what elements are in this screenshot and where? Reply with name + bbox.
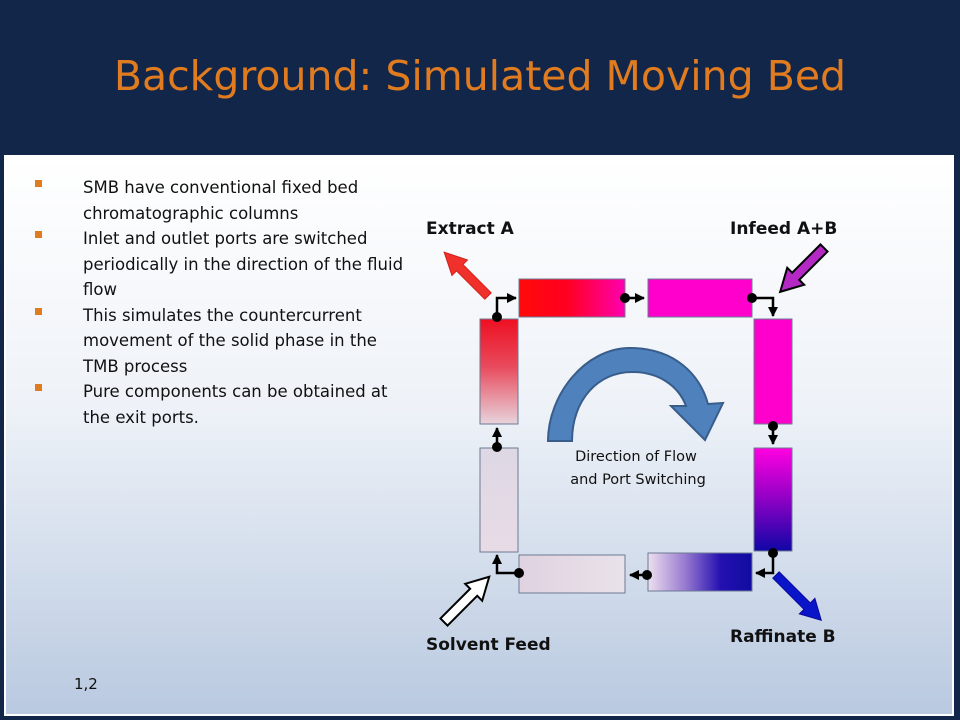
bullet-text: Inlet and outlet ports are switched peri…: [83, 229, 404, 299]
solvent-feed-label: Solvent Feed: [426, 635, 551, 655]
bullet-item: Pure components can be obtained at the e…: [28, 379, 408, 430]
flow-label-line2: and Port Switching: [570, 472, 706, 488]
column-right-top: [753, 318, 793, 425]
flow-direction-arrow-icon: [546, 346, 725, 442]
bullet-list: SMB have conventional fixed bed chromato…: [28, 175, 408, 430]
bullet-text: SMB have conventional fixed bed chromato…: [83, 178, 359, 223]
square-bullet-icon: [35, 180, 42, 187]
bullet-item: This simulates the countercurrent moveme…: [28, 303, 408, 380]
bullet-item: Inlet and outlet ports are switched peri…: [28, 226, 408, 303]
square-bullet-icon: [35, 307, 42, 315]
footnote: 1,2: [74, 675, 98, 693]
bullet-text: Pure components can be obtained at the e…: [83, 382, 388, 427]
column-right-bottom: [753, 447, 793, 552]
infeed-arrow-icon: [778, 243, 829, 294]
column-bottom-right: [647, 552, 753, 592]
square-bullet-icon: [35, 231, 42, 238]
column-left-top: [479, 318, 519, 425]
column-bottom-left: [518, 554, 626, 594]
square-bullet-icon: [35, 384, 42, 391]
flow-label-line1: Direction of Flow: [575, 449, 697, 465]
connector-dots: [492, 293, 778, 580]
slide-title: Background: Simulated Moving Bed: [113, 52, 847, 100]
column-top-left: [518, 278, 626, 318]
content-panel: [4, 155, 954, 716]
bullet-item: SMB have conventional fixed bed chromato…: [28, 175, 408, 226]
solvent-arrow-icon: [439, 575, 491, 627]
column-top-right: [647, 278, 753, 318]
extract-arrow-icon: [443, 251, 492, 300]
title-bar: [0, 0, 960, 155]
bullet-text: This simulates the countercurrent moveme…: [83, 305, 377, 376]
extract-label: Extract A: [426, 219, 515, 239]
column-connectors: [492, 293, 778, 580]
raffinate-arrow-icon: [772, 571, 822, 621]
column-left-bottom: [479, 447, 519, 553]
infeed-label: Infeed A+B: [730, 219, 837, 239]
raffinate-label: Raffinate B: [730, 627, 836, 647]
